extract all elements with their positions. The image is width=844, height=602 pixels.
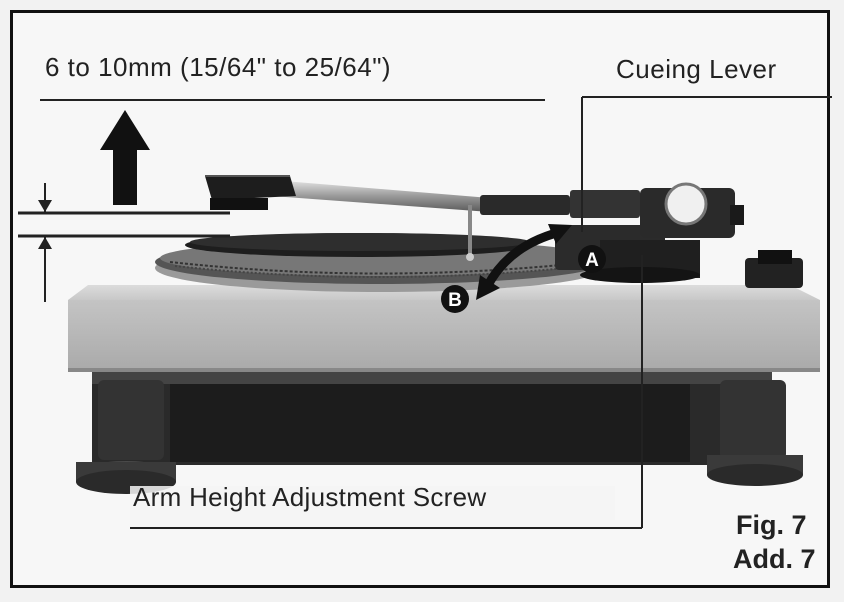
turntable-plinth bbox=[68, 285, 820, 372]
screw-leader bbox=[130, 255, 643, 529]
arm-height-screw-label: Arm Height Adjustment Screw bbox=[133, 482, 487, 512]
measurement-label: 6 to 10mm (15/64" to 25/64") bbox=[45, 52, 392, 82]
marker-b-label: B bbox=[448, 290, 462, 311]
marker-b-icon: B bbox=[441, 285, 469, 313]
addendum-number: Add. 7 bbox=[733, 544, 816, 574]
up-arrow-icon bbox=[100, 110, 150, 205]
cueing-lever-leader bbox=[581, 96, 832, 232]
turntable-foot-left bbox=[76, 380, 176, 494]
figure-number: Fig. 7 bbox=[736, 510, 807, 540]
turntable-base bbox=[92, 370, 772, 465]
cueing-motion-arrow-icon bbox=[476, 224, 572, 300]
cueing-lever-label: Cueing Lever bbox=[616, 54, 777, 84]
turntable-foot-right bbox=[707, 380, 803, 486]
tonearm-counterweight bbox=[664, 182, 708, 226]
screw-label-backdrop bbox=[130, 486, 615, 520]
marker-a-icon: A bbox=[578, 245, 606, 273]
height-dimension-indicator bbox=[18, 99, 545, 302]
cartridge-headshell bbox=[205, 175, 296, 210]
marker-a-label: A bbox=[585, 250, 599, 271]
